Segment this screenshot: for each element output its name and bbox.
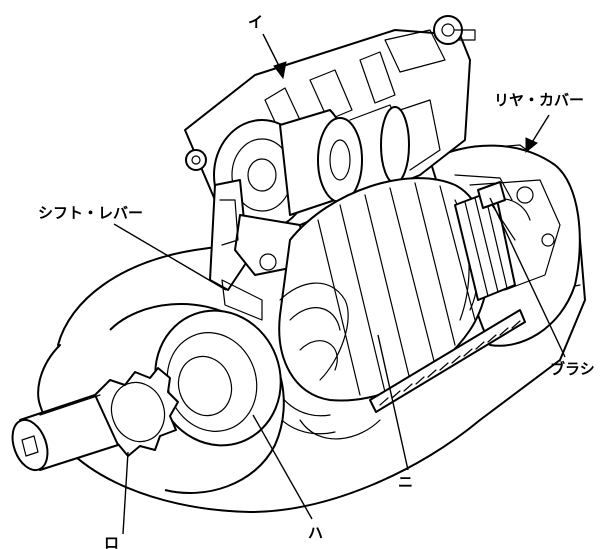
label-ha: ハ [308,524,323,542]
label-shift-lever: シフト・レバー [38,204,143,222]
label-ni: ニ [398,473,413,491]
label-ro: ロ [104,534,119,549]
label-brush: ブラシ [550,360,595,378]
label-rear-cover: リヤ・カバー [494,91,584,109]
output-shaft [11,394,119,472]
housing-section-hatch [369,309,526,413]
label-i: イ [248,13,263,31]
leader-lines [113,33,566,535]
overrunning-clutch [154,309,282,447]
brush-holder [477,181,516,241]
